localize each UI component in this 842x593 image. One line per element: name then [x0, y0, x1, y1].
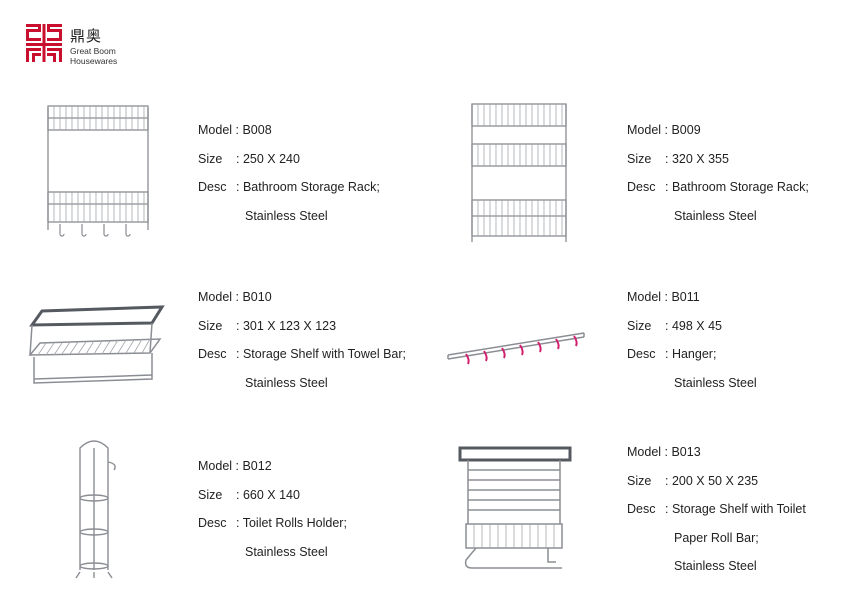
size-value: : 320 X 355 [665, 151, 729, 166]
product-info: Model : B011 Size : 498 X 45 Desc : Hanger… [627, 283, 757, 397]
size-label: Size [198, 151, 223, 166]
model-label: Model : [198, 123, 243, 137]
brand-logo: 鼎奥 Great Boom Housewares [26, 24, 166, 68]
brand-name-en-line2: Housewares [70, 56, 118, 66]
model-value: B010 [242, 290, 272, 304]
desc-label: Desc [198, 180, 227, 194]
product-b012: Model : B012 Size : 660 X 140 Desc : Toile… [70, 436, 470, 586]
desc-continuation: Stainless Steel [245, 375, 328, 390]
product-info: Model : B008 Size : 250 X 240 Desc : Bathr… [198, 116, 380, 230]
product-b010: Model : B010 Size : 301 X 123 X 123 Desc:… [24, 283, 424, 433]
model-label: Model : [198, 290, 243, 304]
size-label: Size [198, 318, 223, 333]
model-value: B009 [671, 123, 701, 137]
desc-value: : Bathroom Storage Rack; [236, 180, 380, 194]
desc-label: Desc [627, 180, 656, 194]
model-value: B012 [242, 459, 272, 473]
model-label: Model : [627, 290, 672, 304]
size-label: Size [627, 318, 652, 333]
brand-name-en-line1: Great Boom [70, 46, 116, 56]
desc-continuation: Stainless Steel [674, 375, 757, 390]
size-value: : 660 X 140 [236, 487, 300, 502]
model-value: B013 [671, 445, 701, 459]
desc-continuation: Stainless Steel [245, 208, 328, 223]
model-value: B008 [242, 123, 272, 137]
model-value: B011 [671, 290, 700, 304]
desc-continuation: Stainless Steel [245, 544, 328, 559]
desc-value: : Hanger; [665, 347, 717, 361]
desc-continuation: Paper Roll Bar; [674, 530, 759, 545]
product-b008: Model : B008 Size : 250 X 240 Desc : Bathr… [40, 100, 440, 250]
storage-shelf-towel-bar-icon [28, 305, 165, 384]
hanger-hook-rail-icon [447, 332, 585, 365]
product-b009: Model : B009 Size : 320 X 355 Desc : Bathr… [466, 100, 842, 250]
size-label: Size [627, 151, 652, 166]
desc-label: Desc [627, 502, 656, 516]
product-info: Model : B009 Size : 320 X 355 Desc : Bathr… [627, 116, 809, 230]
desc-value: : Storage Shelf with Towel Bar; [236, 347, 406, 361]
desc-value: : Toilet Rolls Holder; [236, 516, 347, 530]
model-label: Model : [198, 459, 243, 473]
bathroom-rack-two-tier-icon [47, 105, 149, 237]
bathroom-rack-three-tier-icon [471, 103, 567, 242]
product-b011: Model : B011 Size : 498 X 45 Desc : Hanger… [444, 283, 842, 433]
product-b013: Model : B013 Size : 200 X 50 X 235 Desc : … [456, 438, 842, 588]
toilet-rolls-holder-icon [75, 440, 116, 579]
product-info: Model : B010 Size : 301 X 123 X 123 Desc:… [198, 283, 406, 397]
desc-continuation: Stainless Steel [674, 559, 757, 573]
model-label: Model : [627, 123, 672, 137]
desc-label: Desc [627, 347, 656, 361]
size-value: : 301 X 123 X 123 [236, 318, 337, 333]
product-info: Model : B013 Size : 200 X 50 X 235 Desc : … [627, 438, 806, 581]
brand-emblem-icon [26, 24, 62, 62]
size-value: : 200 X 50 X 235 [665, 473, 759, 488]
desc-value: : Storage Shelf with Toilet [665, 502, 806, 516]
desc-label: Desc [198, 347, 227, 361]
desc-continuation: Stainless Steel [674, 208, 757, 223]
brand-name-cn: 鼎奥 [70, 27, 103, 45]
desc-value: : Bathroom Storage Rack; [665, 180, 809, 194]
size-label: Size [627, 473, 652, 488]
size-value: : 498 X 45 [665, 318, 722, 333]
size-label: Size [198, 487, 223, 502]
storage-shelf-toilet-roll-bar-icon [458, 446, 572, 569]
product-info: Model : B012 Size : 660 X 140 Desc : Toile… [198, 452, 347, 566]
desc-label: Desc [198, 516, 227, 530]
model-label: Model : [627, 445, 672, 459]
size-value: : 250 X 240 [236, 151, 300, 166]
